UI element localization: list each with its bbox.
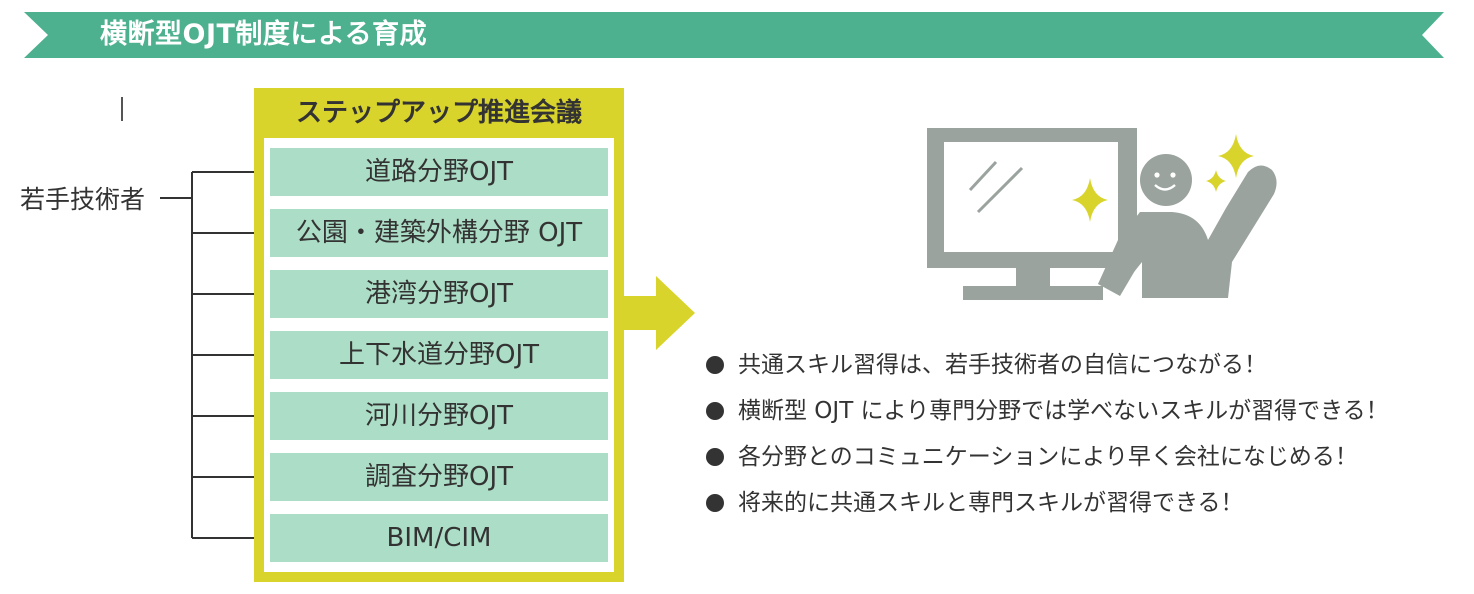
divider-mark	[121, 97, 123, 121]
benefit-text: 各分野とのコミュニケーションにより早く会社になじめる！	[738, 444, 1358, 470]
benefit-text: 横断型 OJT により専門分野では学べないスキルが習得できる！	[738, 398, 1389, 424]
source-label: 若手技術者	[20, 185, 146, 214]
benefit-item: 各分野とのコミュニケーションにより早く会社になじめる！	[706, 434, 1389, 480]
bullet-dot-icon	[706, 448, 724, 466]
panel-title: ステップアップ推進会議	[295, 98, 582, 128]
benefit-item: 横断型 OJT により専門分野では学べないスキルが習得できる！	[706, 388, 1389, 434]
benefit-text: 共通スキル習得は、若手技術者の自信につながる！	[738, 352, 1267, 378]
field-road-ojt: 道路分野OJT	[270, 148, 608, 196]
field-survey-ojt: 調査分野OJT	[270, 453, 608, 501]
bullet-dot-icon	[706, 402, 724, 420]
bullet-dot-icon	[706, 494, 724, 512]
benefit-list: 共通スキル習得は、若手技術者の自信につながる！ 横断型 OJT により専門分野で…	[706, 342, 1389, 526]
page-title: 横断型OJT制度による育成	[100, 19, 428, 50]
field-river-ojt: 河川分野OJT	[270, 392, 608, 440]
field-list: 道路分野OJT 公園・建築外構分野 OJT 港湾分野OJT 上下水道分野OJT …	[264, 138, 614, 572]
benefit-item: 将来的に共通スキルと専門スキルが習得できる！	[706, 480, 1389, 526]
benefit-item: 共通スキル習得は、若手技術者の自信につながる！	[706, 342, 1389, 388]
benefit-text: 将来的に共通スキルと専門スキルが習得できる！	[738, 490, 1244, 516]
field-park-building-ojt: 公園・建築外構分野 OJT	[270, 209, 608, 257]
field-water-sewer-ojt: 上下水道分野OJT	[270, 331, 608, 379]
header-banner	[24, 12, 1444, 58]
bullet-dot-icon	[706, 356, 724, 374]
field-harbor-ojt: 港湾分野OJT	[270, 270, 608, 318]
step-up-council-panel: ステップアップ推進会議 道路分野OJT 公園・建築外構分野 OJT 港湾分野OJ…	[254, 88, 624, 582]
field-bim-cim: BIM/CIM	[270, 514, 608, 562]
